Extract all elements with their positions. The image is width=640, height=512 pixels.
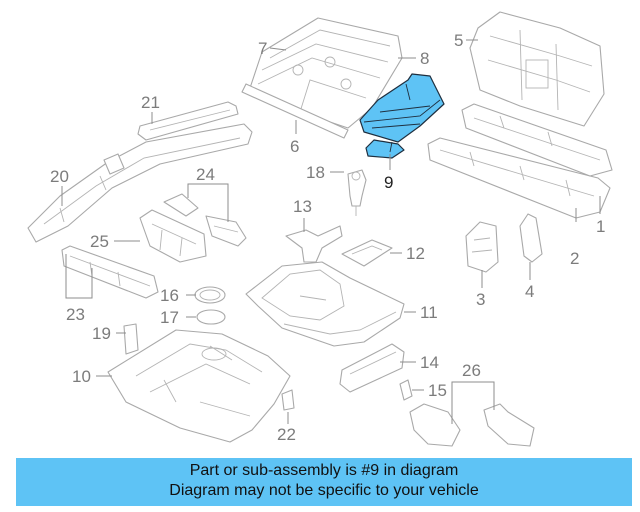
- part-16-plug: [194, 286, 226, 304]
- callout-12: 12: [406, 244, 425, 263]
- part-14-panel: [339, 343, 405, 393]
- callout-13: 13: [293, 197, 312, 216]
- callout-7: 7: [258, 39, 267, 58]
- part-24-brackets: [163, 193, 247, 247]
- part-11-spare-wheel-well: [245, 261, 405, 347]
- callout-2: 2: [570, 249, 579, 268]
- callout-11: 11: [420, 303, 438, 322]
- callout-3: 3: [476, 290, 485, 309]
- part-3-bracket: [465, 221, 499, 273]
- callout-labels: 1 2 3 4 5 6 7 8 9 10 11 12 13 14 15 16 1…: [50, 31, 605, 444]
- callout-9: 9: [384, 173, 393, 192]
- callout-10: 10: [72, 367, 91, 386]
- info-banner: Part or sub-assembly is #9 in diagram Di…: [16, 458, 632, 506]
- part-1-cross-member: [427, 137, 611, 219]
- callout-21: 21: [141, 93, 160, 112]
- part-12-plate: [341, 239, 393, 267]
- part-13-bracket: [285, 225, 343, 263]
- callout-5: 5: [454, 31, 463, 50]
- callout-17: 17: [160, 308, 179, 327]
- callout-6: 6: [290, 137, 299, 156]
- part-20-side-member: [27, 123, 253, 243]
- callout-15: 15: [428, 381, 447, 400]
- banner-line-1: Part or sub-assembly is #9 in diagram: [189, 462, 459, 479]
- part-9-bracket-highlighted: [359, 73, 445, 159]
- callout-26: 26: [462, 361, 481, 380]
- part-21-rail: [137, 101, 239, 141]
- callout-20: 20: [50, 167, 69, 186]
- part-17-plug: [196, 309, 226, 325]
- part-15-clip: [399, 379, 413, 401]
- part-2-cross-member: [461, 103, 613, 177]
- part-25-cross-member: [139, 209, 207, 263]
- callout-18: 18: [306, 163, 325, 182]
- part-23-side-rail: [61, 245, 159, 299]
- callout-8: 8: [420, 49, 429, 68]
- part-19-small-bracket: [123, 323, 139, 355]
- part-18-bump-stop: [347, 169, 367, 216]
- parts-diagram: 1 2 3 4 5 6 7 8 9 10 11 12 13 14 15 16 1…: [27, 11, 613, 447]
- callout-16: 16: [160, 286, 179, 305]
- part-10-floor-pan: [107, 329, 291, 443]
- banner-line-2: Diagram may not be specific to your vehi…: [169, 482, 479, 499]
- callout-14: 14: [420, 353, 439, 372]
- callout-1: 1: [596, 217, 605, 236]
- callout-19: 19: [92, 324, 111, 343]
- leader-lines: [61, 39, 601, 424]
- callout-23: 23: [66, 305, 85, 324]
- part-26-trims: [409, 403, 535, 447]
- part-4-bracket: [519, 213, 543, 263]
- callout-25: 25: [90, 232, 109, 251]
- callout-4: 4: [525, 282, 534, 301]
- callout-22: 22: [277, 425, 296, 444]
- part-5-rear-panel: [469, 11, 605, 127]
- callout-24: 24: [196, 165, 215, 184]
- part-22-small-plate: [281, 389, 295, 411]
